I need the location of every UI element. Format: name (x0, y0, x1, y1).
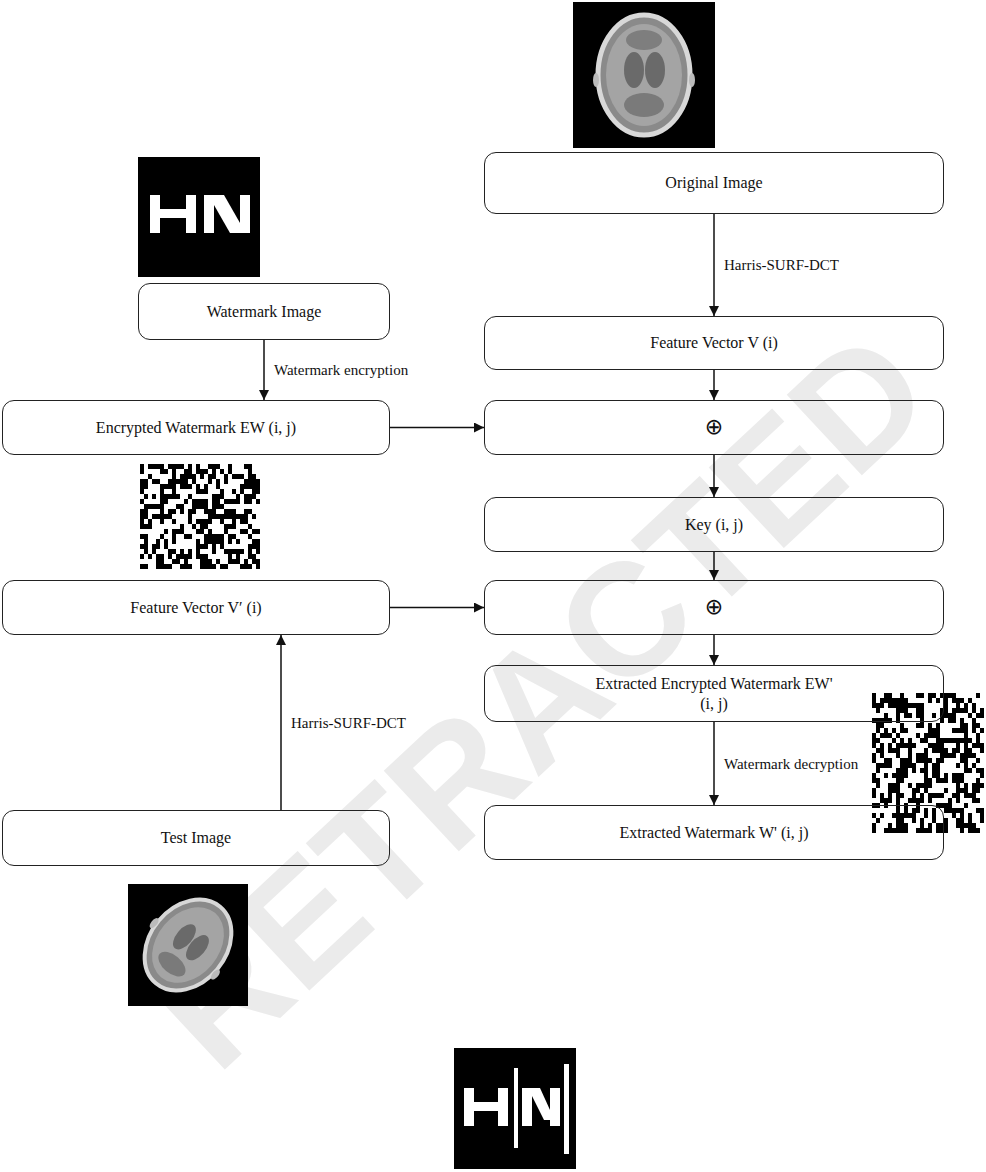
brain-fold (154, 947, 190, 981)
pattern-cells (140, 464, 260, 569)
skull (127, 882, 249, 1007)
pattern-cells (872, 693, 984, 833)
artifact-bar (514, 1068, 518, 1148)
ear (209, 968, 221, 981)
brain-fold (624, 93, 664, 117)
image-ground (454, 1048, 576, 1169)
flow-arrow (713, 214, 715, 316)
flow-arrow (713, 552, 715, 580)
node-text: Original Image (665, 173, 762, 192)
process-box: Feature Vector V′ (i) (2, 580, 390, 635)
letter-stroke (150, 195, 160, 233)
process-box: Extracted Encrypted Watermark EW' (i, j) (484, 665, 944, 722)
letter-stroke (214, 195, 240, 233)
letter-stroke (240, 195, 250, 233)
skull (598, 15, 690, 135)
image-ground (573, 2, 715, 148)
process-box: Feature Vector V (i) (484, 316, 944, 370)
node-text: Feature Vector V (i) (650, 333, 778, 352)
node-text: Watermark Image (207, 302, 322, 321)
flow-arrow (390, 607, 484, 609)
artifact-bar (564, 1064, 569, 1154)
brain-fold (645, 52, 665, 88)
flow-arrow (280, 635, 282, 810)
encrypted-pattern (872, 693, 984, 833)
letter-stroke (186, 195, 196, 233)
process-box: Encrypted Watermark EW (i, j) (2, 400, 390, 455)
image-ground (872, 693, 984, 833)
mri-original (573, 2, 715, 148)
node-text: Encrypted Watermark EW (i, j) (96, 418, 296, 437)
ear (148, 917, 160, 930)
edge-label: Watermark decryption (722, 755, 860, 773)
flow-arrow (263, 340, 265, 400)
node-text: ⊕ (705, 414, 723, 440)
brain-fold (624, 52, 644, 88)
watermark-picture (138, 157, 260, 277)
xor-operator-box: ⊕ (484, 580, 944, 635)
xor-operator-box: ⊕ (484, 400, 944, 455)
letter-stroke (550, 1088, 560, 1126)
flow-arrow (390, 427, 484, 429)
process-box: Extracted Watermark W' (i, j) (484, 805, 944, 860)
encrypted-pattern (140, 464, 260, 569)
letter-stroke (474, 1102, 498, 1111)
process-box: Watermark Image (138, 283, 390, 340)
letter-stroke (204, 195, 214, 233)
edge-label: Watermark encryption (272, 361, 410, 379)
process-box: Test Image (2, 810, 390, 866)
process-box: Original Image (484, 152, 944, 214)
flow-arrow (713, 455, 715, 497)
brain (137, 893, 238, 997)
edge-label: Harris-SURF-DCT (722, 256, 841, 274)
node-text: Extracted Watermark W' (i, j) (620, 823, 809, 842)
node-text: Test Image (161, 828, 231, 847)
letter-stroke (464, 1088, 474, 1126)
node-text: Feature Vector V′ (i) (130, 598, 261, 617)
node-text: ⊕ (705, 594, 723, 620)
image-ground (138, 157, 260, 277)
letter-stroke (160, 209, 186, 218)
mri-test (123, 879, 253, 1011)
ear (593, 73, 599, 87)
letter-stroke (522, 1088, 532, 1126)
ear (689, 73, 695, 87)
flow-arrow (713, 370, 715, 400)
flow-arrow (713, 722, 715, 805)
process-box: Key (i, j) (484, 497, 944, 552)
image-ground (140, 464, 260, 569)
brain-fold (626, 30, 662, 50)
edge-label: Harris-SURF-DCT (289, 714, 408, 732)
node-text: Extracted Encrypted Watermark EW' (i, j) (589, 674, 839, 712)
extracted-watermark-picture (454, 1048, 576, 1169)
letter-stroke (498, 1088, 508, 1126)
brain (606, 24, 682, 126)
letter-stroke (532, 1088, 550, 1120)
node-text: Key (i, j) (685, 515, 743, 534)
brain-fold (182, 931, 214, 964)
flow-arrow (713, 635, 715, 665)
